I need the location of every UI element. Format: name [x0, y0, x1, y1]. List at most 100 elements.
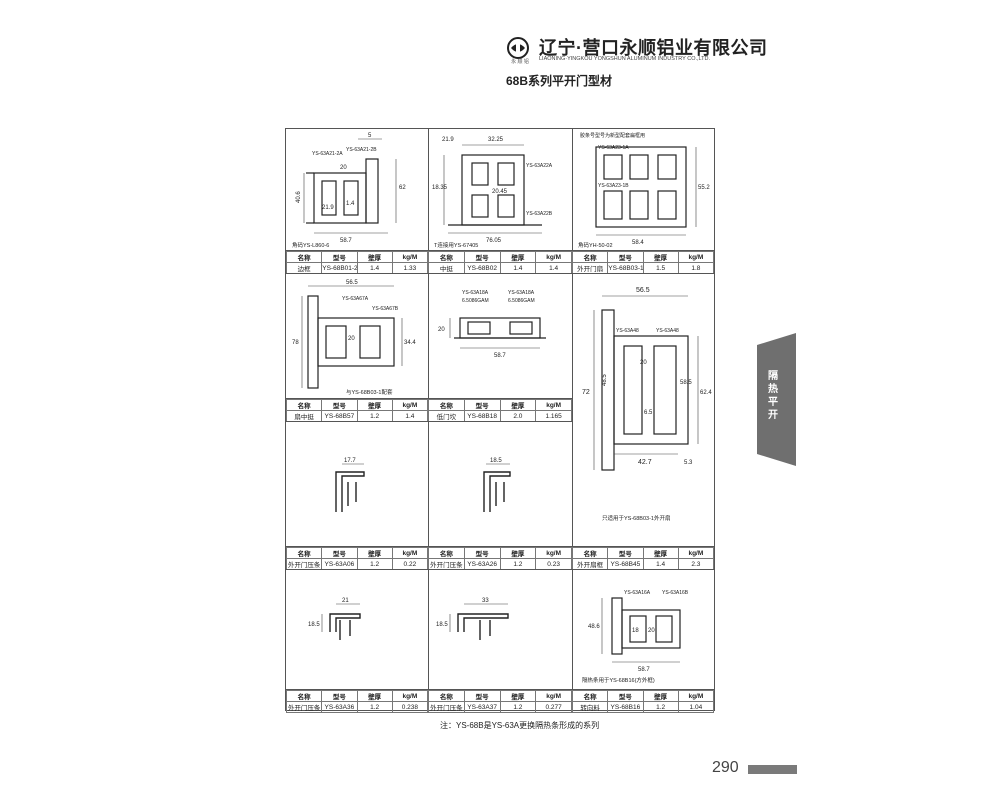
spec-header: 型号 [321, 399, 358, 411]
spec-model: YS-68B02 [463, 262, 501, 274]
spec-thickness: 1.4 [642, 558, 679, 570]
dimension-label: 42.7 [638, 459, 652, 466]
spec-model: YS-63A36 [321, 701, 358, 713]
spec-header: kg/M [677, 251, 715, 263]
callout-label: YS-63A16A [624, 590, 651, 596]
spec-model: YS-68B03-1 [607, 262, 644, 274]
dimension-label: 76.05 [486, 238, 502, 244]
side-tab-label: 隔热平开 [768, 371, 778, 421]
dimension-label: 18.5 [490, 458, 502, 464]
dimension-label: 5 [368, 133, 372, 139]
drawing-note: T连接用YS-67405 [434, 243, 479, 249]
dimension-label: 20 [348, 336, 355, 342]
dimension-label: 32.25 [488, 137, 504, 143]
profile-drawing: 56.5 20 42.7 5.3 6.5 72 48.5 58.5 62.4 Y… [582, 287, 712, 471]
spec-thickness: 1.4 [499, 262, 537, 274]
spec-weight: 0.277 [535, 701, 572, 713]
company-name-en: LIAONING·YINGKOU YONGSHUN ALUMINUM INDUS… [539, 56, 711, 62]
dimension-label: 58.4 [632, 240, 644, 246]
dimension-label: 21 [342, 598, 349, 604]
spec-header: 型号 [607, 690, 644, 702]
dimension-label: 20 [438, 327, 445, 333]
spec-weight: 2.3 [677, 558, 715, 570]
profile-cell-edge-frame: 5 21.9 20 1.4 58.7 40.6 62 YS-63A21-2A Y… [285, 129, 429, 274]
profile-cell-mullion: 21.9 32.25 20.45 18.35 76.05 YS-63A22A Y… [428, 129, 572, 274]
drawing-note: 角码YH-50-02 [578, 243, 613, 249]
spec-header: 壁厚 [356, 399, 393, 411]
drawing-note: 胶条号型号为新型配套扁框用 [580, 132, 645, 139]
callout-label: YS-63A18A [462, 290, 489, 296]
spec-weight: 1.33 [391, 262, 429, 274]
spec-thickness: 1.5 [642, 262, 679, 274]
callout-label: YS-63A67A [342, 296, 369, 302]
spec-name: 边框 [285, 262, 323, 274]
spec-header: 壁厚 [642, 547, 679, 559]
drawing-note: 与YS-68B03-1配套 [346, 390, 393, 396]
spec-header: kg/M [391, 547, 429, 559]
spec-thickness: 1.4 [356, 262, 393, 274]
profile-cell-outward-leaf-frame: 56.5 20 42.7 5.3 6.5 72 48.5 58.5 62.4 Y… [571, 273, 715, 570]
dimension-label: 20 [648, 628, 655, 634]
callout-label: YS-63A23-1B [598, 183, 629, 189]
dimension-label: 58.7 [494, 353, 506, 359]
series-title: 68B系列平开门型材 [506, 74, 613, 88]
dimension-label: 56.5 [636, 287, 650, 294]
dimension-label: 62.4 [700, 390, 712, 396]
profile-drawing: 58.7 48.6 20 18 YS-63A16A YS-63A16B [588, 590, 689, 673]
spec-header: 壁厚 [356, 547, 393, 559]
spec-header: 名称 [571, 690, 609, 702]
dimension-label: 21.9 [442, 137, 454, 143]
profile-cell-outward-door-leaf: 胶条号型号为新型配套扁框用 58.4 55.2 YS-63A23-1A YS-6… [571, 129, 715, 274]
spec-thickness: 1.2 [499, 701, 537, 713]
profile-drawing: 18.5 [483, 458, 511, 512]
spec-header: 名称 [428, 251, 465, 263]
dimension-label: 20.45 [492, 189, 508, 195]
spec-header: 型号 [463, 251, 501, 263]
spec-header: 壁厚 [499, 547, 537, 559]
company-logo-icon [507, 37, 529, 59]
dimension-label: 58.7 [638, 667, 650, 673]
spec-weight: 1.04 [677, 701, 715, 713]
dimension-label: 48.5 [602, 374, 608, 386]
dimension-label: 1.4 [346, 201, 355, 207]
spec-model: YS-68B16 [607, 701, 644, 713]
callout-label: YS-63A48 [656, 328, 679, 334]
profile-catalog: 5 21.9 20 1.4 58.7 40.6 62 YS-63A21-2A Y… [285, 128, 715, 713]
dimension-label: 48.6 [588, 624, 600, 630]
dimension-label: 56.5 [346, 280, 358, 286]
spec-model: YS-63A26 [463, 558, 501, 570]
spec-thickness: 1.2 [356, 410, 393, 422]
spec-header: kg/M [391, 690, 429, 702]
dimension-label: 21.9 [322, 205, 334, 211]
spec-model: YS-63A06 [321, 558, 358, 570]
spec-header: 壁厚 [642, 690, 679, 702]
spec-name: 外开扇框 [571, 558, 609, 570]
callout-label: YS-63A18A [508, 290, 535, 296]
spec-name: 扇中挺 [285, 410, 323, 422]
spec-header: 型号 [321, 251, 358, 263]
spec-name: 外开门压条 [428, 558, 465, 570]
profile-drawing: 5 21.9 20 1.4 58.7 40.6 62 YS-63A21-2A Y… [296, 133, 406, 244]
spec-name: 外开门压条 [285, 701, 323, 713]
callout-label: YS-63A21-2A [312, 151, 343, 157]
profile-drawing: 20 58.7 YS-63A18A YS-63A18A 6.5086GAM 6.… [438, 290, 546, 359]
spec-header: 壁厚 [356, 251, 393, 263]
spec-name: 外开门压条 [428, 701, 465, 713]
spec-header: 壁厚 [499, 690, 537, 702]
spec-name: 中挺 [428, 262, 465, 274]
spec-name: 外开门压条 [285, 558, 323, 570]
spec-header: kg/M [391, 399, 429, 411]
spec-name: 转向料 [571, 701, 609, 713]
dimension-label: 5.3 [684, 460, 693, 466]
spec-weight: 0.22 [391, 558, 429, 570]
dimension-label: 18 [632, 628, 639, 634]
